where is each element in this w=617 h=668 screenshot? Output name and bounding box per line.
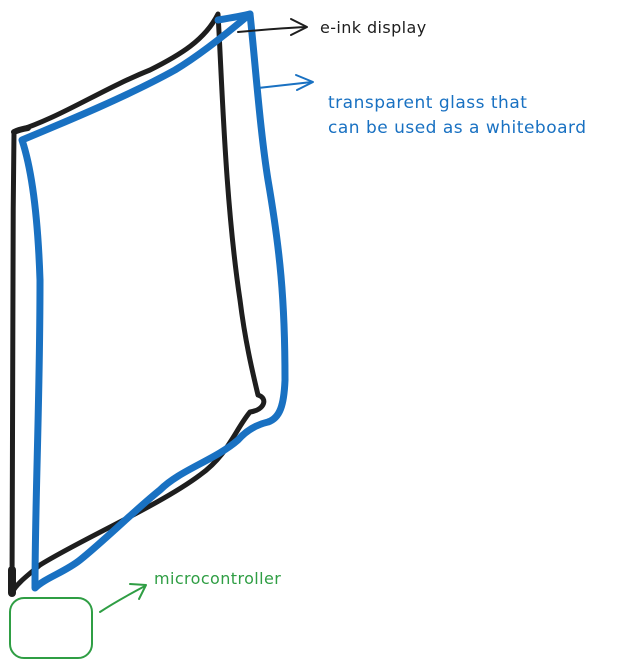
- microcontroller-label: microcontroller: [154, 569, 281, 588]
- microcontroller-arrow: [99, 583, 147, 613]
- microcontroller-box: [9, 597, 93, 659]
- eink-display-label: e-ink display: [320, 18, 427, 37]
- glass-panel-outline: [18, 10, 289, 592]
- glass-label-line2: can be used as a whiteboard: [328, 118, 587, 138]
- eink-arrow: [237, 18, 308, 36]
- glass-label-line1: transparent glass that: [328, 93, 527, 113]
- eink-display-top-edge: [11, 125, 31, 135]
- glass-arrow: [257, 74, 314, 91]
- glass-panel-inner-edge: [214, 10, 254, 24]
